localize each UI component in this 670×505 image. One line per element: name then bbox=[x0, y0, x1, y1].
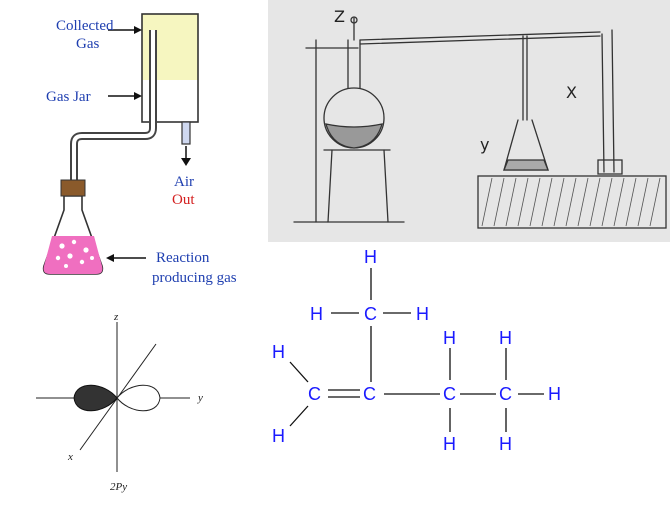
air-outlet-tube bbox=[181, 121, 191, 145]
atom-h: H bbox=[272, 426, 285, 446]
atom-h: H bbox=[272, 342, 285, 362]
orbital-panel: z y x 2Py bbox=[36, 311, 203, 493]
sketch-label-y: y bbox=[480, 135, 489, 154]
gas-jar bbox=[141, 13, 199, 123]
atom-h: H bbox=[499, 328, 512, 348]
flask-liquid bbox=[325, 123, 383, 149]
sketch-panel: Z X y bbox=[268, 0, 670, 242]
atom-c: C bbox=[499, 384, 512, 404]
bond bbox=[289, 361, 309, 383]
bench-hatching bbox=[481, 177, 661, 227]
atom-c: C bbox=[363, 384, 376, 404]
flask-stopper bbox=[60, 179, 86, 197]
molecule-atoms: H H C H H H H C C C C H H H H bbox=[272, 247, 561, 454]
collected-gas-arrowhead bbox=[134, 26, 142, 34]
axis-x-label: x bbox=[67, 451, 73, 463]
gas-jar-label: Gas Jar bbox=[46, 89, 91, 105]
reaction-arrowhead bbox=[106, 254, 114, 262]
atom-h: H bbox=[364, 247, 377, 267]
atom-h: H bbox=[443, 434, 456, 454]
atom-c: C bbox=[308, 384, 321, 404]
collected-gas-label-1: Collected bbox=[56, 18, 114, 34]
sketch-label-x: X bbox=[566, 83, 577, 102]
air-out-label-2: Out bbox=[172, 192, 195, 208]
collected-gas-label-2: Gas bbox=[76, 36, 99, 52]
bond bbox=[289, 405, 309, 427]
atom-h: H bbox=[416, 304, 429, 324]
atom-c: C bbox=[443, 384, 456, 404]
molecule-panel bbox=[289, 268, 544, 432]
atom-h: H bbox=[310, 304, 323, 324]
gas-collection-panel: Collected Gas Gas Jar Air Out Reaction p… bbox=[42, 13, 237, 286]
gas-bubbles bbox=[55, 239, 94, 268]
air-out-arrowhead bbox=[181, 158, 191, 166]
atom-h: H bbox=[443, 328, 456, 348]
orbital-name-label: 2Py bbox=[110, 481, 127, 493]
air-out-label-1: Air bbox=[174, 174, 194, 190]
reaction-label-2: producing gas bbox=[152, 270, 237, 286]
orbital-lobe-negative bbox=[73, 384, 118, 412]
reaction-label-1: Reaction bbox=[156, 250, 210, 266]
gas-jar-arrowhead bbox=[134, 92, 142, 100]
axis-z-label: z bbox=[113, 311, 119, 323]
atom-c: C bbox=[364, 304, 377, 324]
reaction-liquid bbox=[43, 236, 103, 274]
delivery-tube-inner bbox=[72, 30, 155, 220]
atom-h: H bbox=[499, 434, 512, 454]
orbital-lobe-positive bbox=[116, 384, 161, 412]
bench-block bbox=[477, 175, 667, 229]
axis-y-label: y bbox=[197, 392, 203, 404]
sketch-label-z: Z bbox=[334, 7, 345, 26]
delivery-tube bbox=[70, 30, 157, 220]
atom-h: H bbox=[548, 384, 561, 404]
